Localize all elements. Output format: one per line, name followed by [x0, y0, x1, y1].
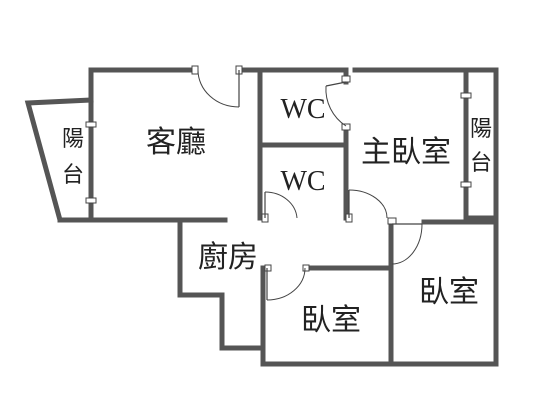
- balcony-left-char-2: 台: [62, 163, 84, 188]
- living-top-wall: [88, 67, 199, 223]
- room-label-wc-upper: WC: [280, 94, 325, 125]
- door-wc-upper: [325, 75, 351, 131]
- doors: [191, 65, 423, 301]
- room-label-living: 客廳: [146, 125, 206, 160]
- door-bedroom-center: [264, 264, 310, 301]
- window-right-bottom: [460, 181, 472, 188]
- door-bedroom-right: [387, 217, 423, 265]
- labels: 客廳 WC WC 主臥室 廚房 臥室 臥室 陽 台 陽 台: [62, 94, 492, 338]
- kitchen-left-wall: [177, 217, 266, 351]
- room-label-bedroom-right: 臥室: [419, 275, 479, 310]
- balcony-right-char-2: 台: [470, 151, 492, 176]
- top-wall-right: [257, 67, 499, 221]
- balcony-left-wall: [24, 97, 94, 223]
- window-left-top: [85, 121, 97, 128]
- bedroom-right-walls: [388, 219, 499, 367]
- balcony-right-char-1: 陽: [470, 117, 492, 142]
- window-left-bottom: [85, 197, 97, 204]
- room-label-kitchen: 廚房: [198, 240, 258, 275]
- room-label-master-bedroom: 主臥室: [361, 135, 451, 170]
- door-master: [345, 189, 388, 223]
- door-wc-lower: [261, 191, 298, 223]
- room-label-bedroom-center: 臥室: [301, 303, 361, 338]
- door-living: [191, 65, 243, 108]
- balcony-left-char-1: 陽: [62, 127, 84, 152]
- window-right-top: [460, 92, 472, 99]
- windows: [85, 92, 472, 204]
- room-label-wc-lower: WC: [280, 166, 325, 197]
